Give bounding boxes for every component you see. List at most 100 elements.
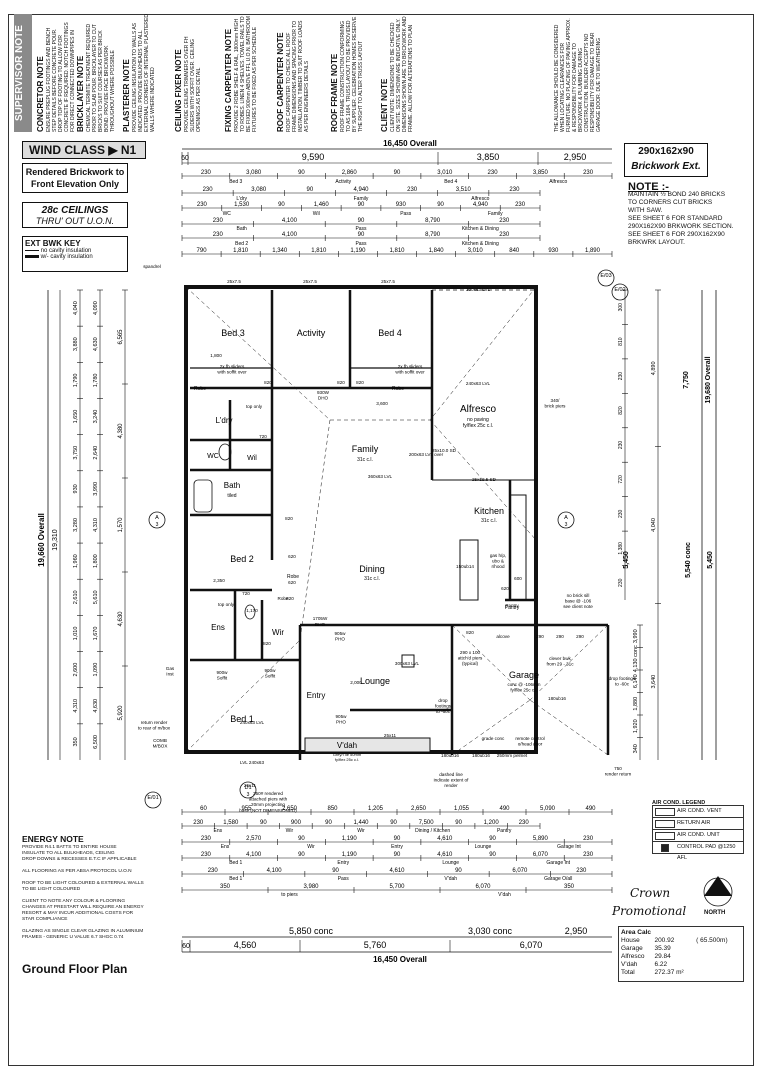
dimension-text: 3,640 <box>651 675 657 689</box>
dimension-text: 230 <box>197 202 208 208</box>
energy-note-line: CLIENT TO NOTE ANY COLOUR & FLOORING <box>22 899 126 904</box>
plan-annotation: 620 <box>501 586 509 591</box>
dimension-text: 1,190 <box>350 248 366 254</box>
brick-note-line: SEE SHEET 6 FOR 290X162X90 <box>628 231 725 238</box>
plan-annotation: 2x fh sliders <box>398 364 423 369</box>
dimension-room-label: Kitchen & Dining <box>462 226 499 232</box>
dimension-text: 1,570 <box>118 517 124 533</box>
dimension-room-label: Pass <box>338 876 350 882</box>
elevation-marker <box>144 791 162 809</box>
room-label-bed1: Bed 1 <box>230 714 254 724</box>
dimension-text: 230 <box>618 372 624 381</box>
dimension-room-label: L'dry <box>236 196 247 202</box>
plan-annotation: PHO <box>336 720 346 725</box>
bwk-key-item-label: no cavity insulation <box>40 248 92 254</box>
dimension-text: 19,680 Overall <box>705 356 712 403</box>
plan-annotation: with soffit over <box>395 370 425 375</box>
energy-note-line: GLAZING AS SINGLE CLEAR GLAZING IN ALUMI… <box>22 929 144 934</box>
area-cell <box>696 945 741 953</box>
area-cell: Alfresco <box>621 953 645 960</box>
dimension-text: 230 <box>201 170 212 176</box>
dimension-room-label: Ens <box>221 844 230 850</box>
dimension-text: 90 <box>298 836 305 842</box>
plan-annotation: dashed line <box>439 772 463 777</box>
energy-note-title: ENERGY NOTE <box>22 834 84 844</box>
plan-annotation: render <box>444 783 458 788</box>
plan-annotation: 25x7.5 <box>303 279 317 284</box>
plan-annotation: o/head door <box>518 742 543 747</box>
dimension-text: 4,130 conc <box>633 645 639 672</box>
dimension-text: 1,650 <box>73 410 79 424</box>
room-label-ldry: L'dry <box>215 416 232 425</box>
dimension-room-label: Pass <box>355 241 367 247</box>
dimension-text: 90 <box>437 202 444 208</box>
dimension-room-label: Bed 4 <box>444 179 457 185</box>
plan-annotation: 290 <box>536 634 544 639</box>
room-sub-label: Grey/Tile 50mm <box>333 752 362 757</box>
plan-annotation: Robe <box>278 596 289 601</box>
dimension-text: 1,090 <box>93 663 99 677</box>
plan-annotation: 750 <box>614 766 622 771</box>
dimension-text: 6,070 <box>520 940 543 950</box>
room-sub-label: 31c c.l. <box>364 576 380 582</box>
dimension-text: 230 <box>519 820 530 826</box>
roof-hip-line <box>529 699 609 756</box>
brick-type: Brickwork Ext. <box>631 161 701 172</box>
plan-annotation: 720 <box>259 434 267 439</box>
plan-annotation: top only <box>246 404 263 409</box>
dimension-text: 1,670 <box>93 627 99 641</box>
dimension-room-label: Pass <box>400 211 412 217</box>
plan-annotation: 360x63 LVL <box>368 474 393 479</box>
room-label-vdah: V'dah <box>337 741 357 750</box>
dimension-text: 6,140 <box>633 674 639 688</box>
energy-note-line: INSULATE TO ALL BULKHEADS, CEILING <box>22 851 115 856</box>
energy-note-line: RESORT & MAY INCUR ADDITIONAL COSTS FOR <box>22 911 134 916</box>
dimension-room-label: Ens <box>213 828 222 834</box>
room-label-ens: Ens <box>211 623 225 632</box>
dimension-text: 90 <box>325 820 332 826</box>
dimension-room-label: Family <box>354 196 369 202</box>
dimension-text: 7,750 <box>683 371 690 389</box>
dimension-text: 90 <box>394 170 401 176</box>
plan-annotation: Gas <box>166 666 175 671</box>
dimension-text: 4,380 <box>118 423 124 439</box>
roof-hip-line <box>185 286 331 421</box>
dimension-text: 900 <box>291 820 302 826</box>
dimension-text: 1,890 <box>585 248 601 254</box>
dimension-text: 1,920 <box>633 719 639 733</box>
room-label-dining: Dining <box>359 564 385 574</box>
plan-annotation: drop <box>438 698 448 703</box>
plan-annotation: 250mm pelmet <box>497 753 528 758</box>
room-label-alfresco: Alfresco <box>460 404 497 415</box>
dimension-text: 1,530 <box>234 202 250 208</box>
drawing-sheet <box>8 14 754 1066</box>
area-cell: House <box>621 937 640 944</box>
dimension-text: 90 <box>358 218 365 224</box>
ext-bwk-key: EXT BWK KEY no cavity insulation w/- cav… <box>22 236 128 272</box>
plan-annotation: 930W <box>317 390 330 395</box>
room-label-wil: Wil <box>247 455 257 462</box>
dimension-text: 230 <box>213 232 224 238</box>
dimension-room-label: Bed 2 <box>235 241 248 247</box>
plan-annotation: DHO <box>318 396 329 401</box>
dimension-room-label: Bed 3 <box>229 179 242 185</box>
dimension-text: 6,565 <box>118 329 124 345</box>
plan-annotation: 290 x 100 <box>460 650 481 655</box>
dimension-text: 230 <box>618 578 624 587</box>
dimension-text: 60 <box>200 806 207 812</box>
bwk-key-title: EXT BWK KEY <box>25 239 81 248</box>
plan-annotation: 180ub16 <box>548 696 566 701</box>
dimension-text: 4,630 <box>93 337 99 351</box>
plan-annotation: 620 <box>288 554 296 559</box>
overall-dimension-top: 16,450 Overall <box>383 139 437 148</box>
ceilings-note-line: THRU' OUT U.O.N. <box>35 216 115 226</box>
plan-annotation: 20mm projecting <box>251 802 285 807</box>
dimension-room-label: Garage Int <box>557 844 581 850</box>
dimension-text: 3,750 <box>73 446 79 460</box>
plan-annotation: brick piers <box>545 404 567 409</box>
plan-annotation: 1,170 <box>246 608 258 613</box>
dimension-text: 230 <box>499 232 510 238</box>
